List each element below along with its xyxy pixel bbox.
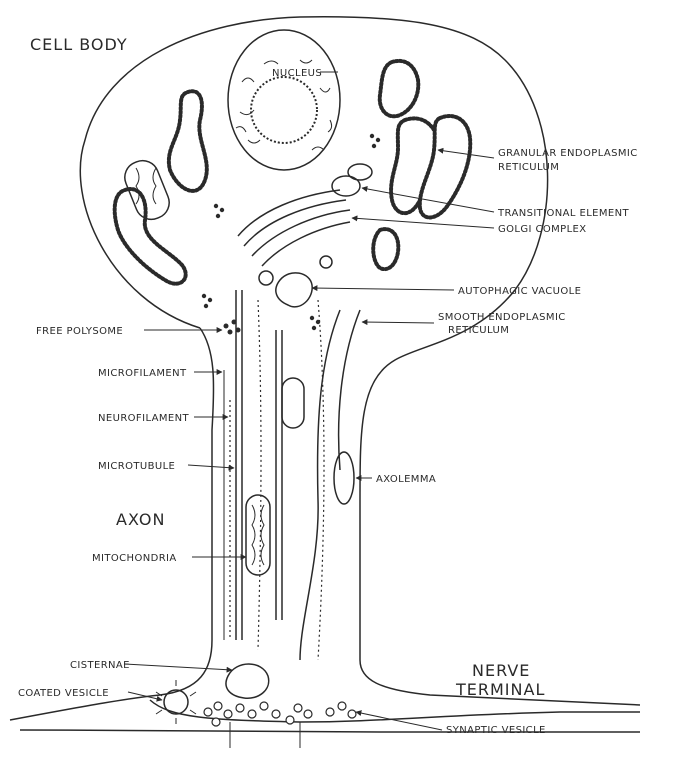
axolemma-vesicle (334, 452, 354, 504)
transitional-element-2 (348, 164, 372, 180)
leader-microtubule (188, 465, 234, 468)
cisternae (226, 664, 269, 698)
vacuole-small-2 (320, 256, 332, 268)
mitochondrion-cristae (136, 168, 156, 204)
golgi-stack-3 (252, 210, 350, 256)
axoplasmic-transport-1 (258, 300, 261, 650)
label-granular-er-1: GRANULAR ENDOPLASMIC (498, 148, 638, 159)
granular-er-right-lower (373, 229, 398, 269)
granular-er-left-lower (115, 189, 186, 284)
leader-autophagic-vacuole (312, 288, 454, 290)
coated-vesicle (164, 690, 188, 714)
mitochondrion-axon-2 (246, 495, 270, 575)
label-microtubule: MICROTUBULE (98, 461, 175, 472)
mitochondrion-axon-1 (282, 378, 304, 428)
label-cisternae: CISTERNAE (70, 660, 130, 671)
label-mitochondria: MITOCHONDRIA (92, 553, 177, 564)
label-synaptic-vesicle: SYNAPTIC VESICLE (446, 725, 546, 736)
label-terminal: TERMINAL (455, 680, 545, 699)
label-free-polysome: FREE POLYSOME (36, 326, 123, 337)
postsynaptic-membrane (20, 730, 640, 732)
smooth-er-tubule-2 (339, 310, 360, 470)
cell-membrane-outline (80, 17, 640, 705)
leader-cisternae (124, 664, 232, 670)
free-polysome-cluster (202, 134, 380, 335)
axoplasmic-transport-2 (318, 300, 324, 660)
label-microfilament: MICROFILAMENT (98, 368, 187, 379)
label-granular-er-2: RETICULUM (498, 162, 559, 173)
label-transitional-element: TRANSITIONAL ELEMENT (497, 208, 630, 219)
label-axolemma: AXOLEMMA (376, 474, 436, 485)
label-autophagic-vacuole: AUTOPHAGIC VACUOLE (458, 286, 581, 297)
label-smooth-er-1: SMOOTH ENDOPLASMIC (438, 312, 566, 323)
granular-er-right-upper (380, 61, 419, 116)
leader-golgi-complex (352, 218, 494, 228)
leader-smooth-er (362, 322, 434, 323)
label-neurofilament: NEUROFILAMENT (98, 413, 190, 424)
synaptic-vesicle-cluster (204, 702, 356, 726)
label-axon: AXON (116, 510, 165, 529)
label-smooth-er-2: RETICULUM (448, 325, 509, 336)
granular-er-left-upper (169, 91, 207, 191)
nucleolus (251, 77, 317, 143)
presynaptic-membrane (150, 700, 640, 722)
label-coated-vesicle: COATED VESICLE (18, 688, 109, 699)
label-nerve: NERVE (472, 661, 530, 680)
golgi-stack-2 (244, 200, 346, 246)
label-golgi-complex: GOLGI COMPLEX (498, 224, 587, 235)
label-nucleus: NUCLEUS (272, 68, 322, 79)
autophagic-vacuole (276, 273, 312, 307)
golgi-stack-4 (262, 222, 350, 266)
label-cell-body: CELL BODY (30, 35, 128, 54)
mitochondrion-axon-cristae (252, 505, 264, 565)
vacuole-small-1 (259, 271, 273, 285)
